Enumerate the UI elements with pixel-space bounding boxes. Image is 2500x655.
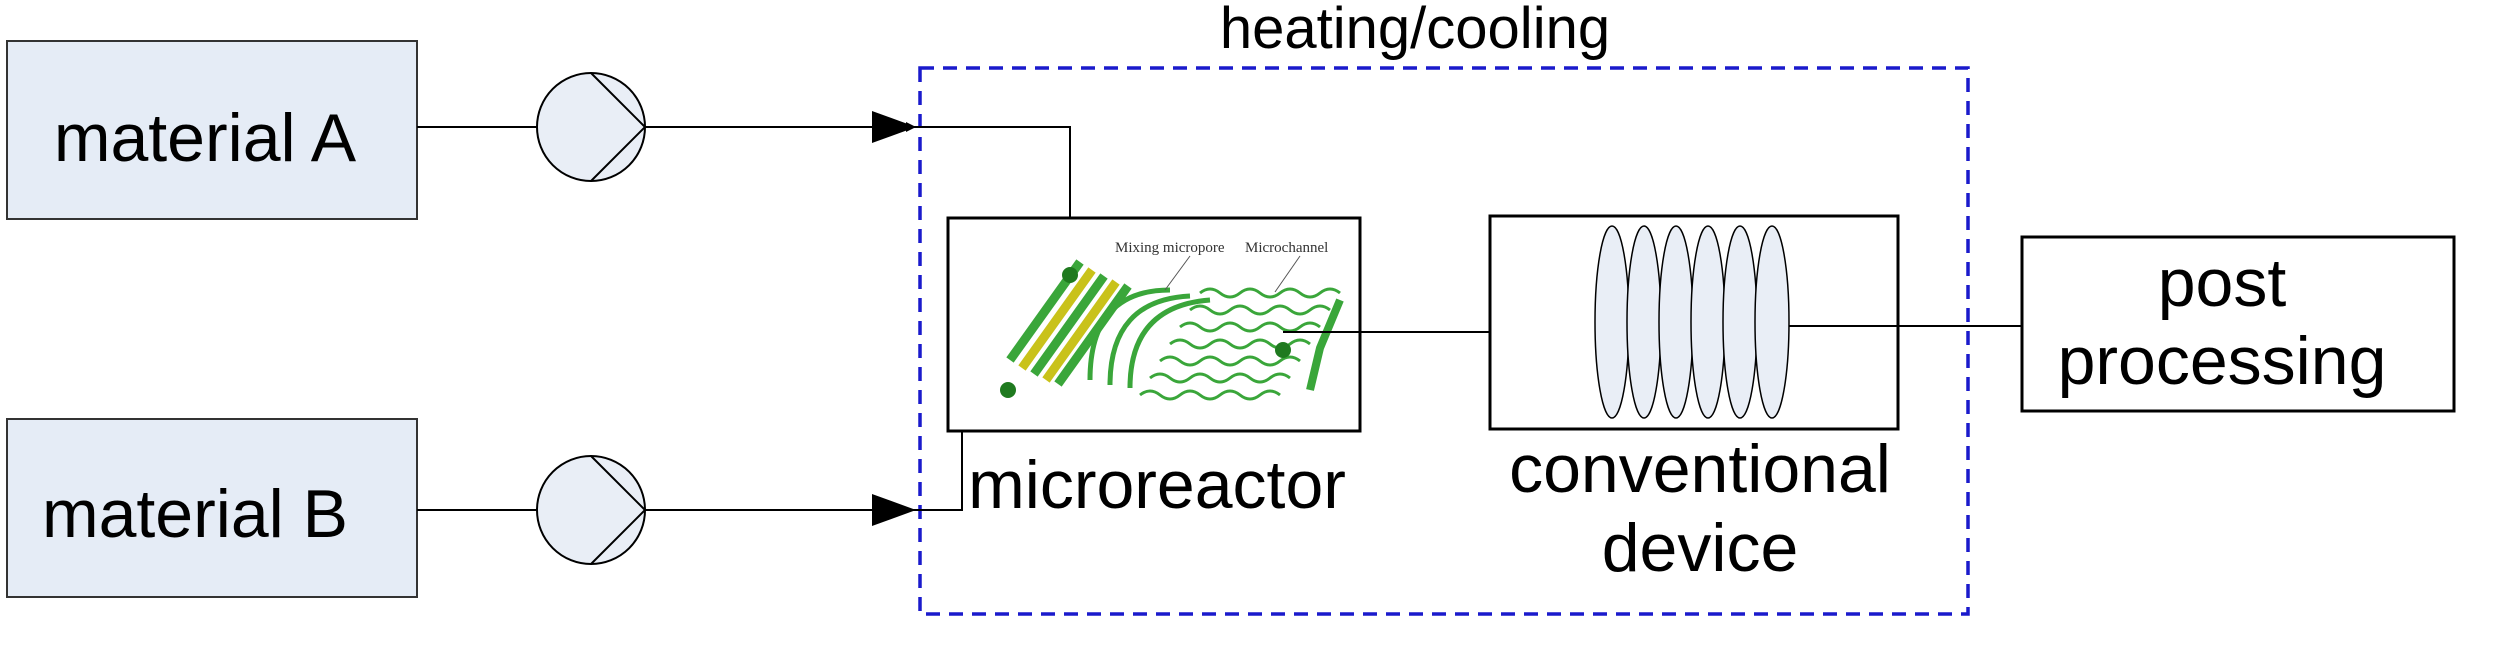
pump-b-icon — [536, 455, 647, 565]
material-b-label: material B — [42, 476, 348, 552]
pump-a-icon — [536, 72, 647, 182]
microreactor[interactable]: Mixing micropore Microchannel — [946, 216, 1362, 433]
line-a-arrow — [872, 111, 916, 143]
annotation-mixing-micropore: Mixing micropore — [1115, 240, 1225, 256]
line-b-arrow — [872, 494, 916, 526]
post-processing-label-line1: post — [2158, 245, 2287, 321]
material-a-source[interactable]: material A — [6, 40, 418, 220]
heating-cooling-label: heating/cooling — [1220, 0, 1610, 61]
post-processing-label-line2: processing — [2058, 323, 2387, 399]
conventional-device[interactable] — [1488, 214, 1900, 431]
material-b-source[interactable]: material B — [6, 418, 418, 598]
conventional-device-label-line2: device — [1602, 510, 1799, 586]
microreactor-label: microreactor — [968, 447, 1346, 523]
post-processing[interactable]: post processing — [2020, 235, 2456, 413]
material-a-label: material A — [54, 100, 357, 176]
annotation-microchannel: Microchannel — [1245, 240, 1328, 256]
heating-cooling-zone — [918, 66, 1970, 616]
microreactor-illustration-icon — [1000, 255, 1344, 401]
coil-icon — [1594, 225, 1790, 419]
line-b — [417, 389, 1005, 526]
conventional-device-label-line1: conventional — [1509, 431, 1891, 507]
